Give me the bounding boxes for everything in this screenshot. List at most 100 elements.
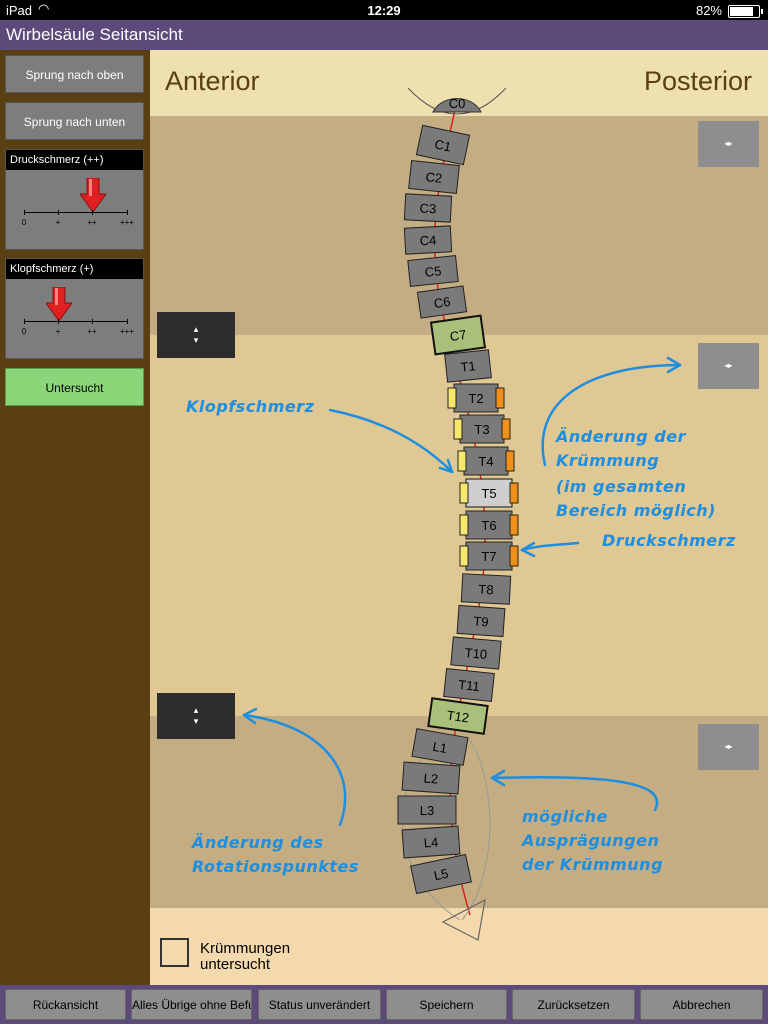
vertebra-label: L1	[431, 739, 448, 756]
vertebra-t3[interactable]: T3	[453, 414, 511, 444]
vertebra-t9[interactable]: T9	[456, 604, 506, 638]
vertebra-t2[interactable]: T2	[447, 383, 505, 413]
vertebra-body	[460, 573, 512, 605]
vertebra-t1[interactable]: T1	[444, 349, 492, 383]
curve-change-annotation-4: Bereich möglich)	[556, 501, 716, 520]
title-bar: Wirbelsäule Seitansicht	[0, 20, 768, 50]
lower-rotation-point-handle[interactable]: ▴ ▾	[157, 693, 235, 739]
pressure-pain-marker	[505, 450, 515, 472]
vertebra-label: C0	[449, 96, 466, 111]
vertebra-l5[interactable]: L5	[410, 853, 472, 895]
vertebra-c5[interactable]: C5	[407, 255, 459, 287]
footer-band	[150, 908, 768, 985]
vertebra-body	[450, 636, 502, 670]
vertebra-t6[interactable]: T6	[459, 510, 519, 540]
vertebra-body	[465, 478, 513, 508]
vertebra-body	[401, 761, 461, 795]
vertebra-label: T3	[474, 422, 489, 437]
vertebra-l3[interactable]: L3	[397, 795, 457, 825]
scale-label: ++	[87, 327, 97, 336]
status-unchanged-button[interactable]: Status unverändert	[258, 989, 381, 1020]
vertebra-l1[interactable]: L1	[411, 728, 469, 766]
knock-scale[interactable]: 0 + ++ +++	[22, 319, 134, 336]
pressure-pain-marker	[501, 418, 511, 440]
vertebra-label: C4	[419, 233, 436, 249]
vertebra-body	[444, 349, 492, 383]
scale-label: +	[55, 327, 61, 336]
knock-level-arrow-icon[interactable]	[45, 286, 73, 322]
scale-label: +	[55, 218, 61, 227]
scale-label: +++	[119, 327, 135, 336]
vertebra-t11[interactable]: T11	[443, 668, 495, 702]
knock-pain-panel: Klopfschmerz (+) 0 + ++ +++	[5, 258, 144, 359]
vertebra-c6[interactable]: C6	[416, 285, 468, 319]
vertebra-label: L5	[432, 866, 449, 884]
vertebra-l4[interactable]: L4	[401, 825, 461, 859]
scale-label: 0	[21, 218, 27, 227]
spine-diagram: C0C1C2C3C4C5C6C7T1T2T3T4T5T6T7T8T9T10T11…	[186, 87, 736, 941]
chevron-down-icon: ▾	[193, 716, 199, 726]
upper-rotation-point-handle[interactable]: ▴ ▾	[157, 312, 235, 358]
examined-button[interactable]: Untersucht	[5, 368, 144, 406]
curve-change-annotation-1: Änderung der	[554, 427, 687, 446]
curve-change-annotation-2: Krümmung	[556, 451, 659, 470]
vertebra-body	[443, 668, 495, 702]
vertebra-c3[interactable]: C3	[403, 193, 453, 223]
vertebra-label: C3	[419, 201, 436, 217]
vertebra-t10[interactable]: T10	[450, 636, 502, 670]
annotation-labels: Klopfschmerz Änderung der Krümmung (im g…	[186, 397, 736, 876]
vertebra-t8[interactable]: T8	[460, 573, 512, 605]
pressure-level-arrow-icon[interactable]	[79, 177, 107, 213]
vertebra-c1[interactable]: C1	[415, 124, 471, 166]
vertebra-t5[interactable]: T5	[459, 478, 519, 508]
save-button[interactable]: Speichern	[386, 989, 507, 1020]
chevron-up-icon: ▴	[193, 324, 199, 334]
lumbar-curve-handle[interactable]: ◂▸	[698, 724, 759, 770]
curvature-examined-checkbox[interactable]	[160, 938, 189, 967]
knock-pain-title: Klopfschmerz (+)	[6, 259, 143, 279]
vertebra-t12[interactable]: T12	[427, 697, 489, 735]
vertebra-c7[interactable]: C7	[429, 314, 487, 356]
pressure-pain-title: Druckschmerz (++)	[6, 150, 143, 170]
curvature-examined-label: Krümmungen untersucht	[200, 940, 291, 973]
vertebra-label: T8	[478, 582, 494, 598]
skull-base	[407, 87, 507, 115]
pressure-scale[interactable]: 0 + ++ +++	[22, 210, 134, 227]
curve-options-annotation-2: Ausprägungen	[520, 831, 659, 850]
pressure-pain-panel: Druckschmerz (++) 0 + ++ +++	[5, 149, 144, 250]
thoracic-curve-handle[interactable]: ◂▸	[698, 343, 759, 389]
pressure-pain-marker	[509, 545, 519, 567]
vertebra-c4[interactable]: C4	[403, 225, 453, 255]
vertebra-body	[397, 795, 457, 825]
vertebra-label: T1	[460, 358, 477, 375]
battery-icon	[728, 5, 763, 18]
vertebra-label: C6	[433, 294, 452, 311]
vertebra-label: T4	[478, 454, 493, 469]
vertebra-t4[interactable]: T4	[457, 446, 515, 476]
vertebra-c0[interactable]	[432, 98, 482, 113]
clock: 12:29	[367, 3, 401, 18]
vertebra-l2[interactable]: L2	[401, 761, 461, 795]
knock-pain-marker	[459, 545, 469, 567]
reset-button[interactable]: Zurücksetzen	[512, 989, 635, 1020]
back-view-button[interactable]: Rückansicht	[5, 989, 126, 1020]
vertebra-c2[interactable]: C2	[408, 160, 460, 194]
vertebra-label: T7	[481, 549, 496, 564]
battery-percent: 82%	[695, 3, 722, 18]
jump-up-button[interactable]: Sprung nach oben	[5, 55, 144, 93]
scale-label: ++	[87, 218, 97, 227]
vertebrae-group: C0C1C2C3C4C5C6C7T1T2T3T4T5T6T7T8T9T10T11…	[397, 96, 519, 895]
vertebra-body	[463, 446, 509, 476]
vertebra-body	[427, 697, 489, 735]
cancel-button[interactable]: Abbrechen	[640, 989, 763, 1020]
jump-down-button[interactable]: Sprung nach unten	[5, 102, 144, 140]
pressure-pain-marker	[509, 514, 519, 536]
vertebra-label: C1	[433, 136, 452, 154]
vertebra-label: T11	[458, 677, 481, 694]
pressure-pain-marker	[509, 482, 519, 504]
vertebra-body	[411, 728, 469, 766]
rest-normal-button[interactable]: Alles Übrige ohne Befund	[131, 989, 252, 1020]
rotation-annotation-1: Änderung des	[190, 833, 324, 852]
cervical-curve-handle[interactable]: ◂▸	[698, 121, 759, 167]
vertebra-t7[interactable]: T7	[459, 541, 519, 571]
